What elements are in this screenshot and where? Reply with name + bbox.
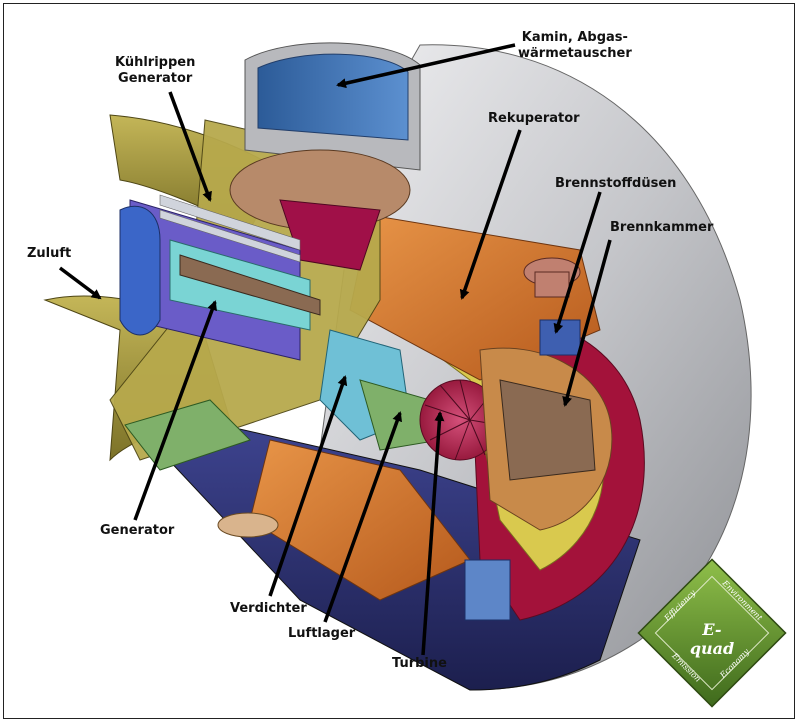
label-kuehlrippen: Kühlrippen Generator [115,55,196,86]
label-verdichter: Verdichter [230,601,307,616]
base-pad [217,512,279,538]
arrow-kuehlrippen [168,91,212,202]
label-rekuperator: Rekuperator [488,111,580,126]
label-turbine: Turbine [392,656,447,671]
fuel-nozzle-coil [539,319,581,356]
label-arrows [58,43,612,656]
arrow-verdichter [268,375,348,597]
arrow-brennstoffduesen [553,191,602,334]
label-brennkammer: Brennkammer [610,220,714,235]
fuel-nozzle-body [534,271,570,298]
generator-end-cap [119,205,161,336]
equad-logo [637,558,787,708]
arrow-turbine [421,411,445,656]
arrow-zuluft [58,266,102,300]
arrow-kamin [336,43,516,89]
base-green-plate [124,399,251,471]
generator-shaft [179,254,321,316]
lower-coil [464,559,511,621]
chimney-inner [257,53,409,141]
logo-center-text: E-quad [689,620,735,658]
label-zuluft: Zuluft [27,246,72,261]
arrow-brennkammer [562,239,612,407]
label-brennstoffduesen: Brennstoffdüsen [555,176,677,191]
generator-fins [159,194,301,263]
arrow-generator [133,300,217,521]
label-generator: Generator [100,523,175,538]
arrow-rekuperator [459,129,522,300]
label-kamin: Kamin, Abgas- wärmetauscher [518,30,632,61]
label-luftlager: Luftlager [288,626,356,641]
arrow-luftlager [323,411,403,623]
